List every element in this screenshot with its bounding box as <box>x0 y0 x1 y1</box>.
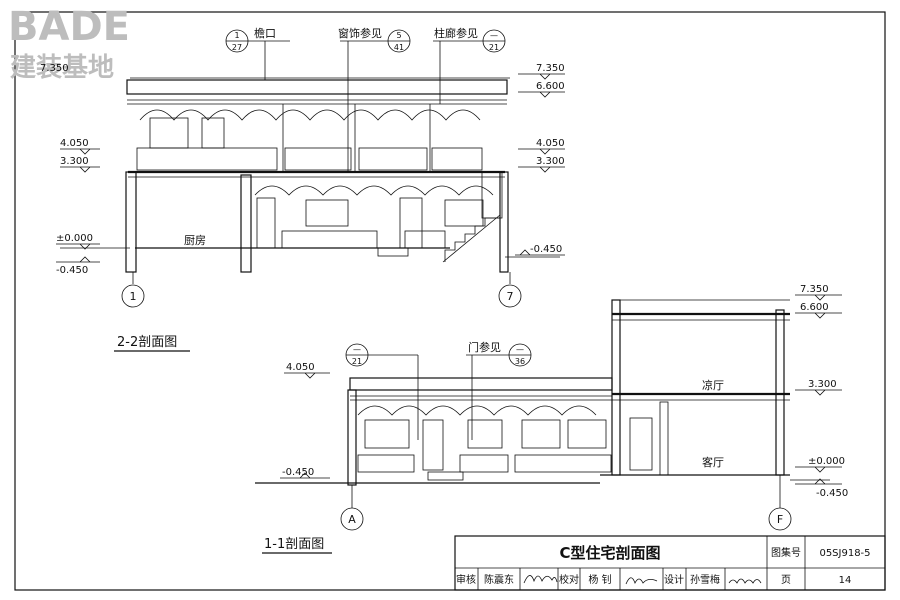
svg-text:孙雪梅: 孙雪梅 <box>690 573 720 586</box>
room-label-living: 客厅 <box>702 455 724 469</box>
section-title-1-1: 1-1剖面图 <box>262 537 332 554</box>
svg-text:3.300: 3.300 <box>60 156 89 167</box>
svg-text:3.300: 3.300 <box>808 379 837 390</box>
svg-text:—: — <box>490 31 498 40</box>
svg-text:41: 41 <box>394 43 404 52</box>
svg-text:图集号: 图集号 <box>771 546 801 559</box>
axis-marker-a: A <box>340 507 364 531</box>
svg-text:柱廊参见: 柱廊参见 <box>434 26 478 40</box>
svg-text:建装基地: 建装基地 <box>10 53 114 83</box>
svg-text:5: 5 <box>396 31 401 40</box>
sheet-border <box>14 11 886 591</box>
svg-text:1: 1 <box>234 31 239 40</box>
reviewer-signature <box>523 575 558 584</box>
section-title-2-2: 2-2剖面图 <box>114 335 190 352</box>
svg-text:7.350: 7.350 <box>536 63 565 74</box>
svg-text:校对: 校对 <box>559 573 579 586</box>
svg-text:1: 1 <box>130 290 137 303</box>
section-1-1 <box>255 299 830 508</box>
svg-text:4.050: 4.050 <box>286 362 315 373</box>
svg-text:21: 21 <box>489 43 499 52</box>
title-block: C型住宅剖面图 图集号 05SJ918-5 审核 陈震东 校对 杨 钊 设计 孙… <box>454 535 886 591</box>
svg-text:门参见: 门参见 <box>468 340 501 354</box>
svg-text:檐口: 檐口 <box>254 26 276 40</box>
svg-text:BADE: BADE <box>8 4 130 50</box>
atlas-number: 05SJ918-5 <box>819 548 870 559</box>
svg-text:7: 7 <box>507 290 514 303</box>
svg-text:3.300: 3.300 <box>536 156 565 167</box>
svg-text:窗饰参见: 窗饰参见 <box>338 26 382 40</box>
svg-text:4.050: 4.050 <box>60 138 89 149</box>
elevations-left-2-2: 7.350 4.050 3.300 ±0.000 -0.450 <box>40 63 100 276</box>
svg-text:-0.450: -0.450 <box>530 244 562 255</box>
svg-text:6.600: 6.600 <box>800 302 829 313</box>
drawing-title: C型住宅剖面图 <box>559 544 660 562</box>
axis-marker-7: 7 <box>498 284 522 308</box>
svg-text:-0.450: -0.450 <box>816 488 848 499</box>
svg-text:-0.450: -0.450 <box>56 265 88 276</box>
svg-text:审核: 审核 <box>456 573 476 586</box>
svg-text:1-1剖面图: 1-1剖面图 <box>264 537 324 552</box>
svg-text:27: 27 <box>232 43 242 52</box>
callout-eave: 1 27 檐口 <box>225 26 290 80</box>
svg-text:-0.450: -0.450 <box>282 467 314 478</box>
svg-text:±0.000: ±0.000 <box>808 456 845 467</box>
callout-door: — 36 门参见 <box>466 340 532 440</box>
svg-text:A: A <box>348 513 356 526</box>
callout-colonnade: — 21 柱廊参见 <box>433 26 506 104</box>
elevations-right-2-2: 7.350 6.600 4.050 3.300 -0.450 <box>515 63 565 256</box>
svg-text:4.050: 4.050 <box>536 138 565 149</box>
svg-text:陈震东: 陈震东 <box>484 573 514 586</box>
svg-text:页: 页 <box>781 574 791 586</box>
svg-text:±0.000: ±0.000 <box>56 233 93 244</box>
svg-text:7.350: 7.350 <box>40 63 69 74</box>
page-number: 14 <box>839 575 852 586</box>
elevations-right-1-1: 7.350 6.600 3.300 ±0.000 -0.450 <box>795 284 848 499</box>
axis-marker-1: 1 <box>121 284 145 308</box>
svg-text:36: 36 <box>515 357 525 366</box>
watermark-logo: BADE 建装基地 <box>8 4 130 83</box>
svg-text:6.600: 6.600 <box>536 81 565 92</box>
axis-marker-f: F <box>768 507 792 531</box>
room-label-pavilion: 凉厅 <box>702 378 724 392</box>
room-label-kitchen: 厨房 <box>184 234 206 247</box>
svg-text:7.350: 7.350 <box>800 284 829 295</box>
svg-text:设计: 设计 <box>664 573 684 586</box>
svg-text:2-2剖面图: 2-2剖面图 <box>117 335 177 350</box>
svg-text:—: — <box>353 345 361 354</box>
svg-text:21: 21 <box>352 357 362 366</box>
elevations-left-1-1: 4.050 -0.450 <box>280 362 330 479</box>
svg-text:杨 钊: 杨 钊 <box>588 573 611 586</box>
checker-signature <box>625 577 658 585</box>
section-2-2 <box>60 77 560 284</box>
callout-window-decor: 5 41 窗饰参见 <box>338 26 411 172</box>
svg-text:F: F <box>777 513 783 526</box>
designer-signature <box>728 578 762 584</box>
svg-text:—: — <box>516 345 524 354</box>
callout-colonnade-2: — 21 <box>345 343 419 440</box>
